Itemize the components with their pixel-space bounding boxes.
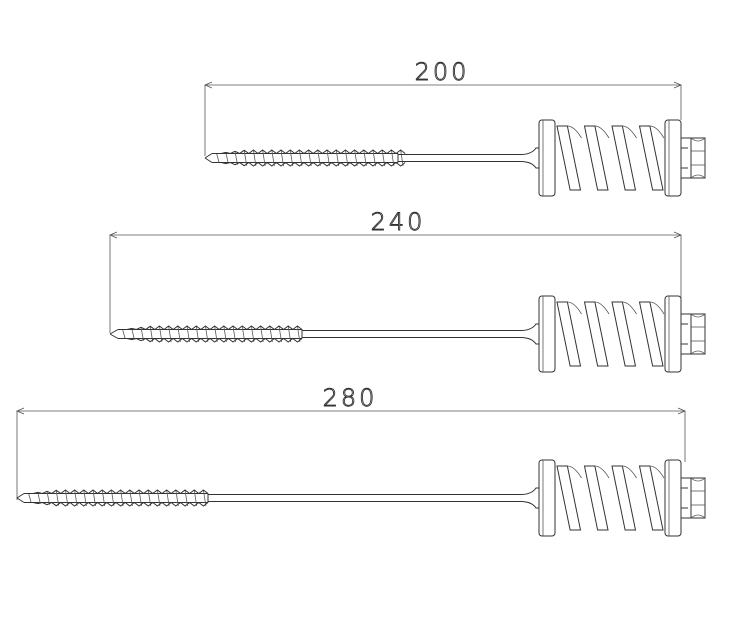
dimension-label-240: 240 [371,208,426,236]
dimension-200: 200 [203,58,683,156]
screw-240: 240 [108,208,706,373]
spring-head-240 [301,295,706,373]
screw-280: 280 [15,384,706,537]
thread-240 [109,325,303,343]
spring-head-200 [397,119,706,197]
screw-200: 200 [203,58,706,197]
spring-head-280 [207,459,706,537]
thread-280 [16,489,209,507]
dimension-240: 240 [108,208,683,333]
dimension-label-200: 200 [415,58,470,86]
thread-200 [204,149,406,167]
dimension-280: 280 [15,384,687,500]
dimension-label-280: 280 [323,384,378,412]
